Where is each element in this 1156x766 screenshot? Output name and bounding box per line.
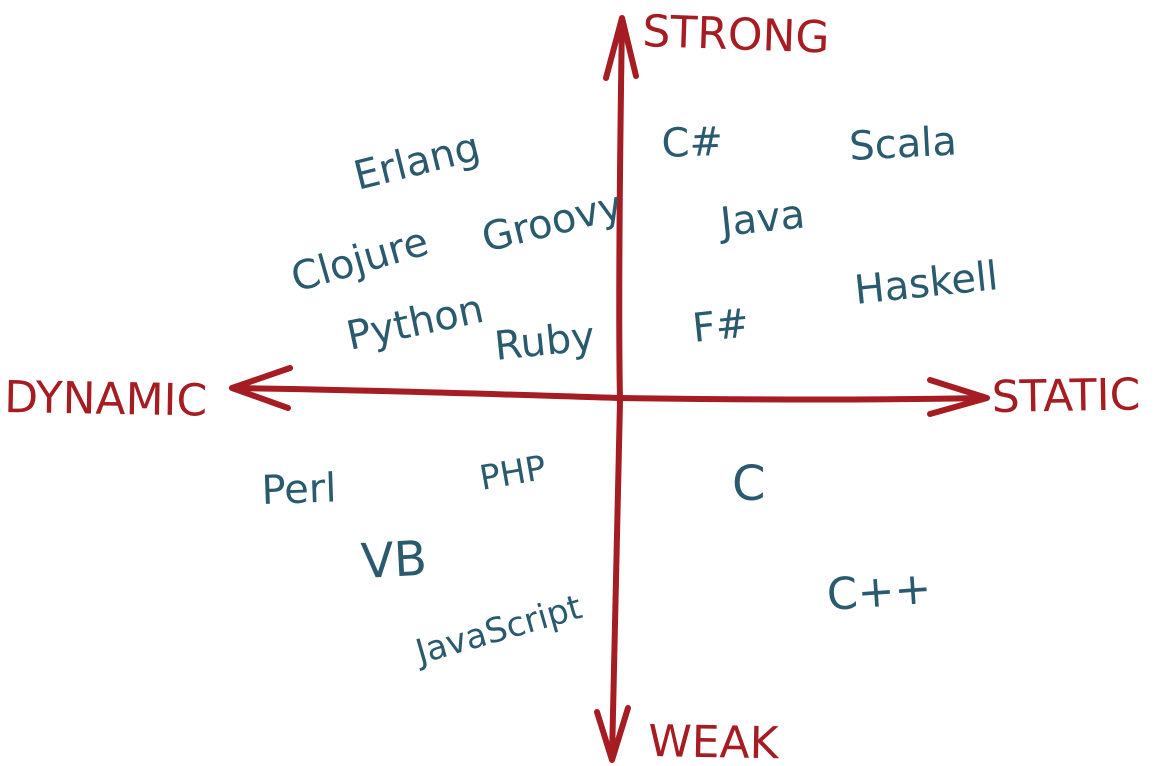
axis-label-strong: STRONG bbox=[642, 6, 831, 63]
arrow-down-icon bbox=[594, 705, 631, 763]
language-java: Java bbox=[715, 191, 807, 246]
language-c: C bbox=[732, 456, 766, 512]
language-perl: Perl bbox=[261, 465, 337, 514]
axis-label-static: STATIC bbox=[991, 369, 1141, 423]
arrow-right-icon bbox=[927, 377, 990, 417]
language-python: Python bbox=[343, 286, 488, 360]
language-scala: Scala bbox=[848, 118, 958, 170]
language-ruby: Ruby bbox=[492, 314, 597, 370]
axis-label-dynamic: DYNAMIC bbox=[4, 372, 208, 427]
language-erlang: Erlang bbox=[349, 124, 484, 200]
vertical-axis bbox=[609, 17, 625, 761]
language-vb: VB bbox=[360, 531, 429, 590]
language-php: PHP bbox=[477, 448, 550, 499]
language-clojure: Clojure bbox=[286, 219, 433, 302]
arrow-up-icon bbox=[603, 15, 639, 81]
axis-labels: STRONG WEAK DYNAMIC STATIC bbox=[4, 6, 1141, 766]
language-groovy: Groovy bbox=[477, 183, 627, 262]
language-csharp: C# bbox=[661, 119, 724, 167]
language-cpp: C++ bbox=[825, 563, 933, 621]
horizontal-axis bbox=[229, 385, 988, 403]
arrow-left-icon bbox=[229, 365, 293, 411]
axis-label-weak: WEAK bbox=[648, 716, 780, 766]
language-javascript: JavaScript bbox=[410, 587, 587, 673]
language-fsharp: F# bbox=[690, 300, 751, 352]
language-haskell: Haskell bbox=[852, 253, 1000, 314]
axes bbox=[229, 15, 990, 763]
